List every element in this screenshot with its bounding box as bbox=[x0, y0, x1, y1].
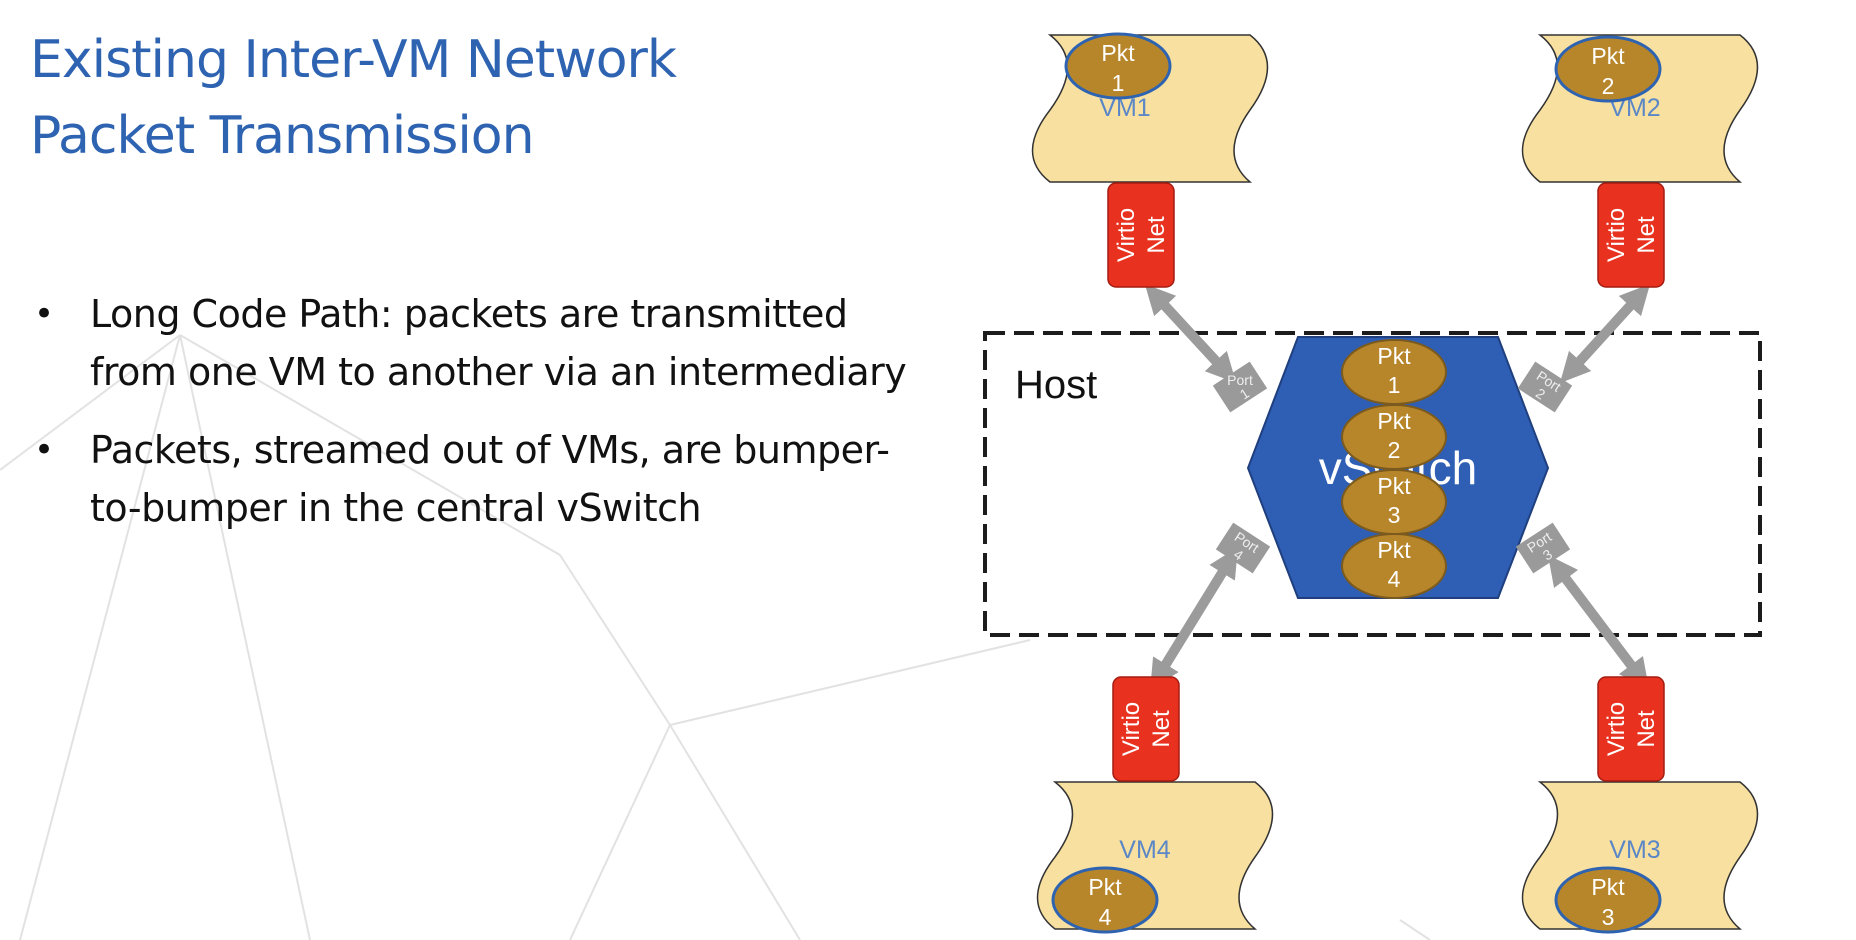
vm-3: VM3 Pkt 3 bbox=[1521, 781, 1759, 934]
packet-number: 3 bbox=[1602, 904, 1615, 930]
virtio-net-vm4: Virtio Net bbox=[1112, 676, 1180, 782]
virtio-label: Net bbox=[1633, 216, 1660, 254]
bullet-item: • Packets, streamed out of VMs, are bump… bbox=[30, 421, 930, 537]
switch-packet-2: Pkt 2 bbox=[1341, 404, 1447, 470]
virtio-label: Virtio bbox=[1603, 702, 1630, 756]
vm-1: VM1 Pkt 1 bbox=[1031, 32, 1269, 183]
connector-arrow bbox=[1559, 283, 1651, 384]
vm-label: VM4 bbox=[1119, 836, 1171, 864]
bullet-dot-icon: • bbox=[34, 430, 54, 470]
packet-number: 2 bbox=[1388, 437, 1401, 463]
port-3: Port 3 bbox=[1515, 522, 1571, 574]
virtio-label: Net bbox=[1148, 710, 1175, 748]
virtio-label: Virtio bbox=[1603, 208, 1630, 262]
packet-number: 2 bbox=[1602, 73, 1615, 99]
virtio-label: Virtio bbox=[1118, 702, 1145, 756]
packet-label: Pkt bbox=[1591, 43, 1625, 69]
virtio-label: Net bbox=[1143, 216, 1170, 254]
switch-packet-1: Pkt 1 bbox=[1341, 339, 1447, 405]
port-2: Port 2 bbox=[1517, 361, 1573, 413]
page-title-line-1: Existing Inter-VM Network bbox=[30, 30, 677, 90]
connector-arrow bbox=[1547, 555, 1650, 689]
connector-arrow bbox=[1144, 283, 1237, 384]
port-block bbox=[1215, 522, 1271, 574]
virtio-block bbox=[1597, 676, 1665, 782]
bullet-item: • Long Code Path: packets are transmitte… bbox=[30, 285, 930, 401]
vm-4: VM4 Pkt 4 bbox=[1036, 781, 1274, 934]
virtio-block bbox=[1597, 182, 1665, 288]
virtio-net-vm2: Virtio Net bbox=[1597, 182, 1665, 288]
packet-number: 4 bbox=[1388, 566, 1401, 592]
virtio-block bbox=[1107, 182, 1175, 288]
bullet-text: Packets, streamed out of VMs, are bumper… bbox=[90, 428, 890, 530]
port-block bbox=[1212, 361, 1268, 413]
bullet-text: Long Code Path: packets are transmitted … bbox=[90, 292, 907, 394]
packet-label: Pkt bbox=[1088, 874, 1122, 900]
host-boundary bbox=[983, 331, 1762, 637]
port-1: Port 1 bbox=[1212, 361, 1268, 413]
packet bbox=[1554, 866, 1662, 934]
packet-number: 4 bbox=[1099, 904, 1112, 930]
packet-label: Pkt bbox=[1377, 537, 1411, 563]
packet-label: Pkt bbox=[1377, 408, 1411, 434]
virtio-label: Net bbox=[1633, 710, 1660, 748]
packet-number: 1 bbox=[1388, 372, 1401, 398]
switch-packet-3: Pkt 3 bbox=[1341, 469, 1447, 535]
port-block bbox=[1515, 522, 1571, 574]
virtio-label: Virtio bbox=[1113, 208, 1140, 262]
switch-packet-4: Pkt 4 bbox=[1341, 533, 1447, 599]
packet-label: Pkt bbox=[1591, 874, 1625, 900]
vm-2: VM2 Pkt 2 bbox=[1521, 34, 1759, 183]
page-title-line-2: Packet Transmission bbox=[30, 106, 535, 166]
connector-arrow bbox=[1150, 547, 1238, 690]
packet bbox=[1341, 533, 1447, 599]
packet-number: 3 bbox=[1388, 502, 1401, 528]
packet-label: Pkt bbox=[1377, 343, 1411, 369]
port-label: Port bbox=[1227, 372, 1253, 388]
packet-label: Pkt bbox=[1377, 473, 1411, 499]
vm-label: VM3 bbox=[1609, 836, 1660, 864]
packet bbox=[1064, 32, 1172, 100]
bullet-dot-icon: • bbox=[34, 294, 54, 334]
packet bbox=[1051, 866, 1159, 934]
port-block bbox=[1517, 361, 1573, 413]
virtio-net-vm3: Virtio Net bbox=[1597, 676, 1665, 782]
host-label: Host bbox=[1015, 363, 1097, 407]
virtio-block bbox=[1112, 676, 1180, 782]
bullet-list: • Long Code Path: packets are transmitte… bbox=[30, 285, 930, 557]
packet bbox=[1554, 35, 1662, 103]
packet-label: Pkt bbox=[1101, 40, 1135, 66]
virtio-net-vm1: Virtio Net bbox=[1107, 182, 1175, 288]
packet-number: 1 bbox=[1112, 70, 1125, 96]
